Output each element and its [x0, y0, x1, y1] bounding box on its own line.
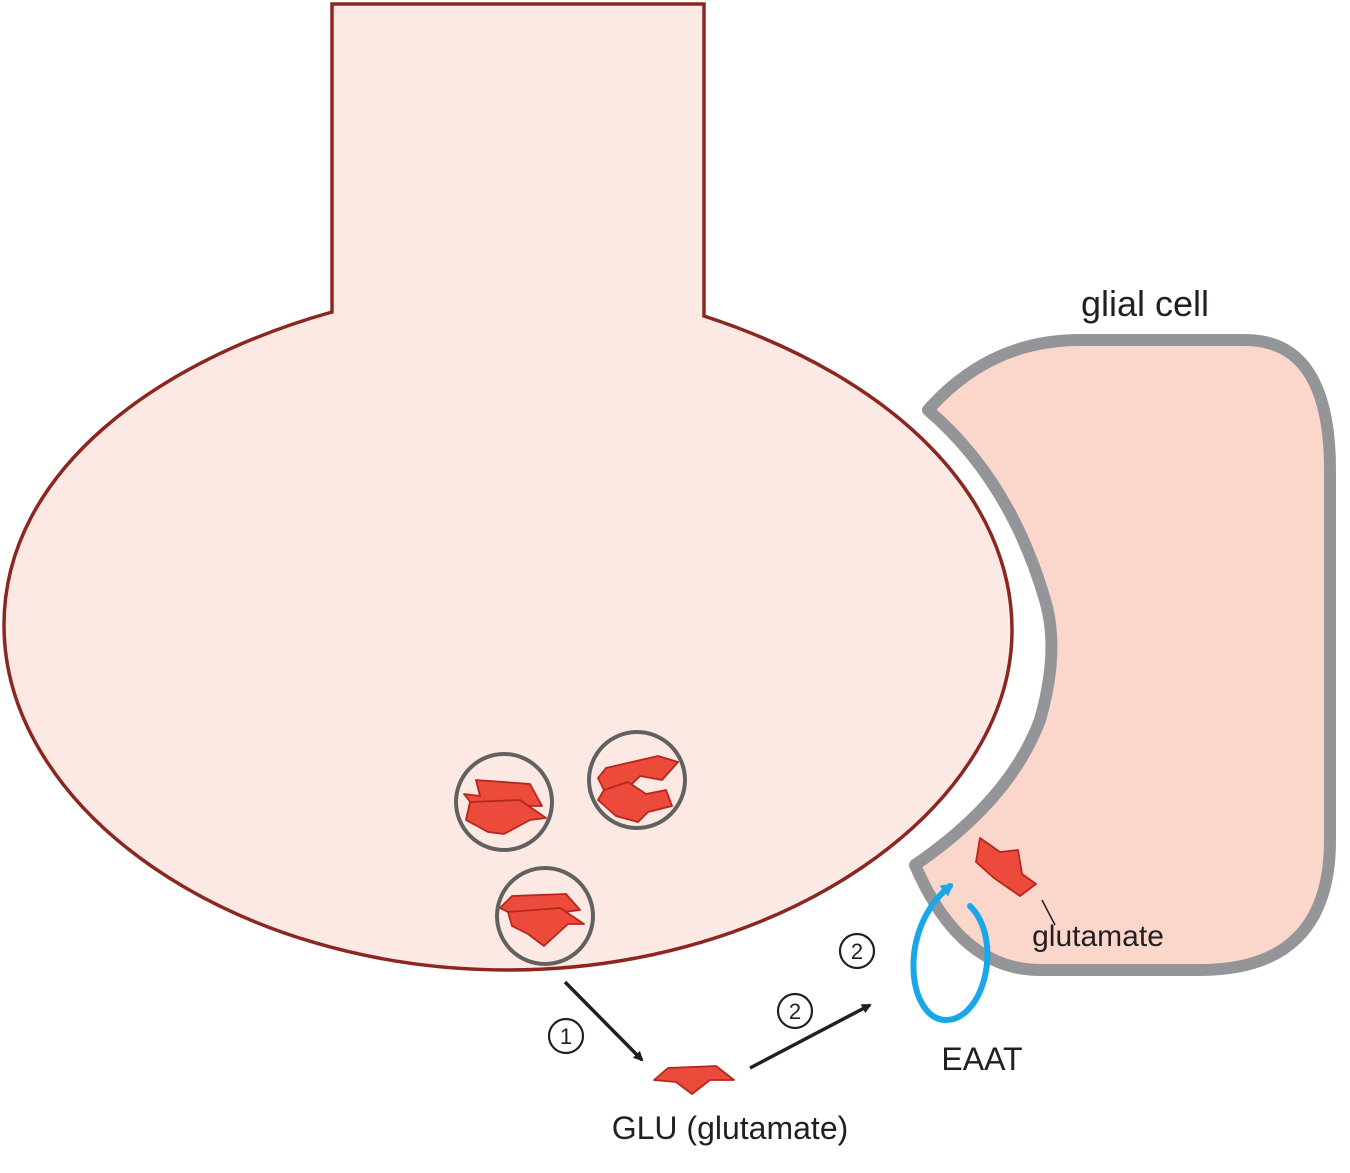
step-2-marker-upper: 2	[838, 932, 876, 970]
glutamate-molecule-icon	[499, 893, 585, 947]
step-1-number: 1	[560, 1024, 572, 1049]
vesicle-icon	[587, 730, 687, 830]
presynaptic-terminal	[2, 2, 1014, 972]
glutamate-label: glutamate	[1032, 920, 1164, 953]
uptake-arrow	[749, 1003, 872, 1070]
glutamate-molecule-icon	[975, 837, 1037, 897]
release-arrow	[563, 980, 644, 1062]
glial-cell-label: glial cell	[1081, 283, 1209, 324]
glutamate-molecule-icon	[597, 755, 679, 823]
glutamate-leader-line	[1041, 899, 1056, 926]
vesicle-icon	[495, 866, 595, 966]
vesicle-icon	[454, 752, 554, 852]
glutamate-molecule-icon	[653, 1065, 735, 1095]
step-2-number-upper: 2	[851, 939, 863, 964]
eaat-label: EAAT	[941, 1041, 1022, 1077]
glu-label: GLU (glutamate)	[612, 1110, 849, 1146]
step-1-marker: 1	[547, 1017, 585, 1055]
step-2-number: 2	[789, 999, 801, 1024]
step-2-marker: 2	[776, 992, 814, 1030]
eaat-transporter-icon	[910, 883, 991, 1024]
glutamate-molecule-icon	[463, 779, 547, 835]
